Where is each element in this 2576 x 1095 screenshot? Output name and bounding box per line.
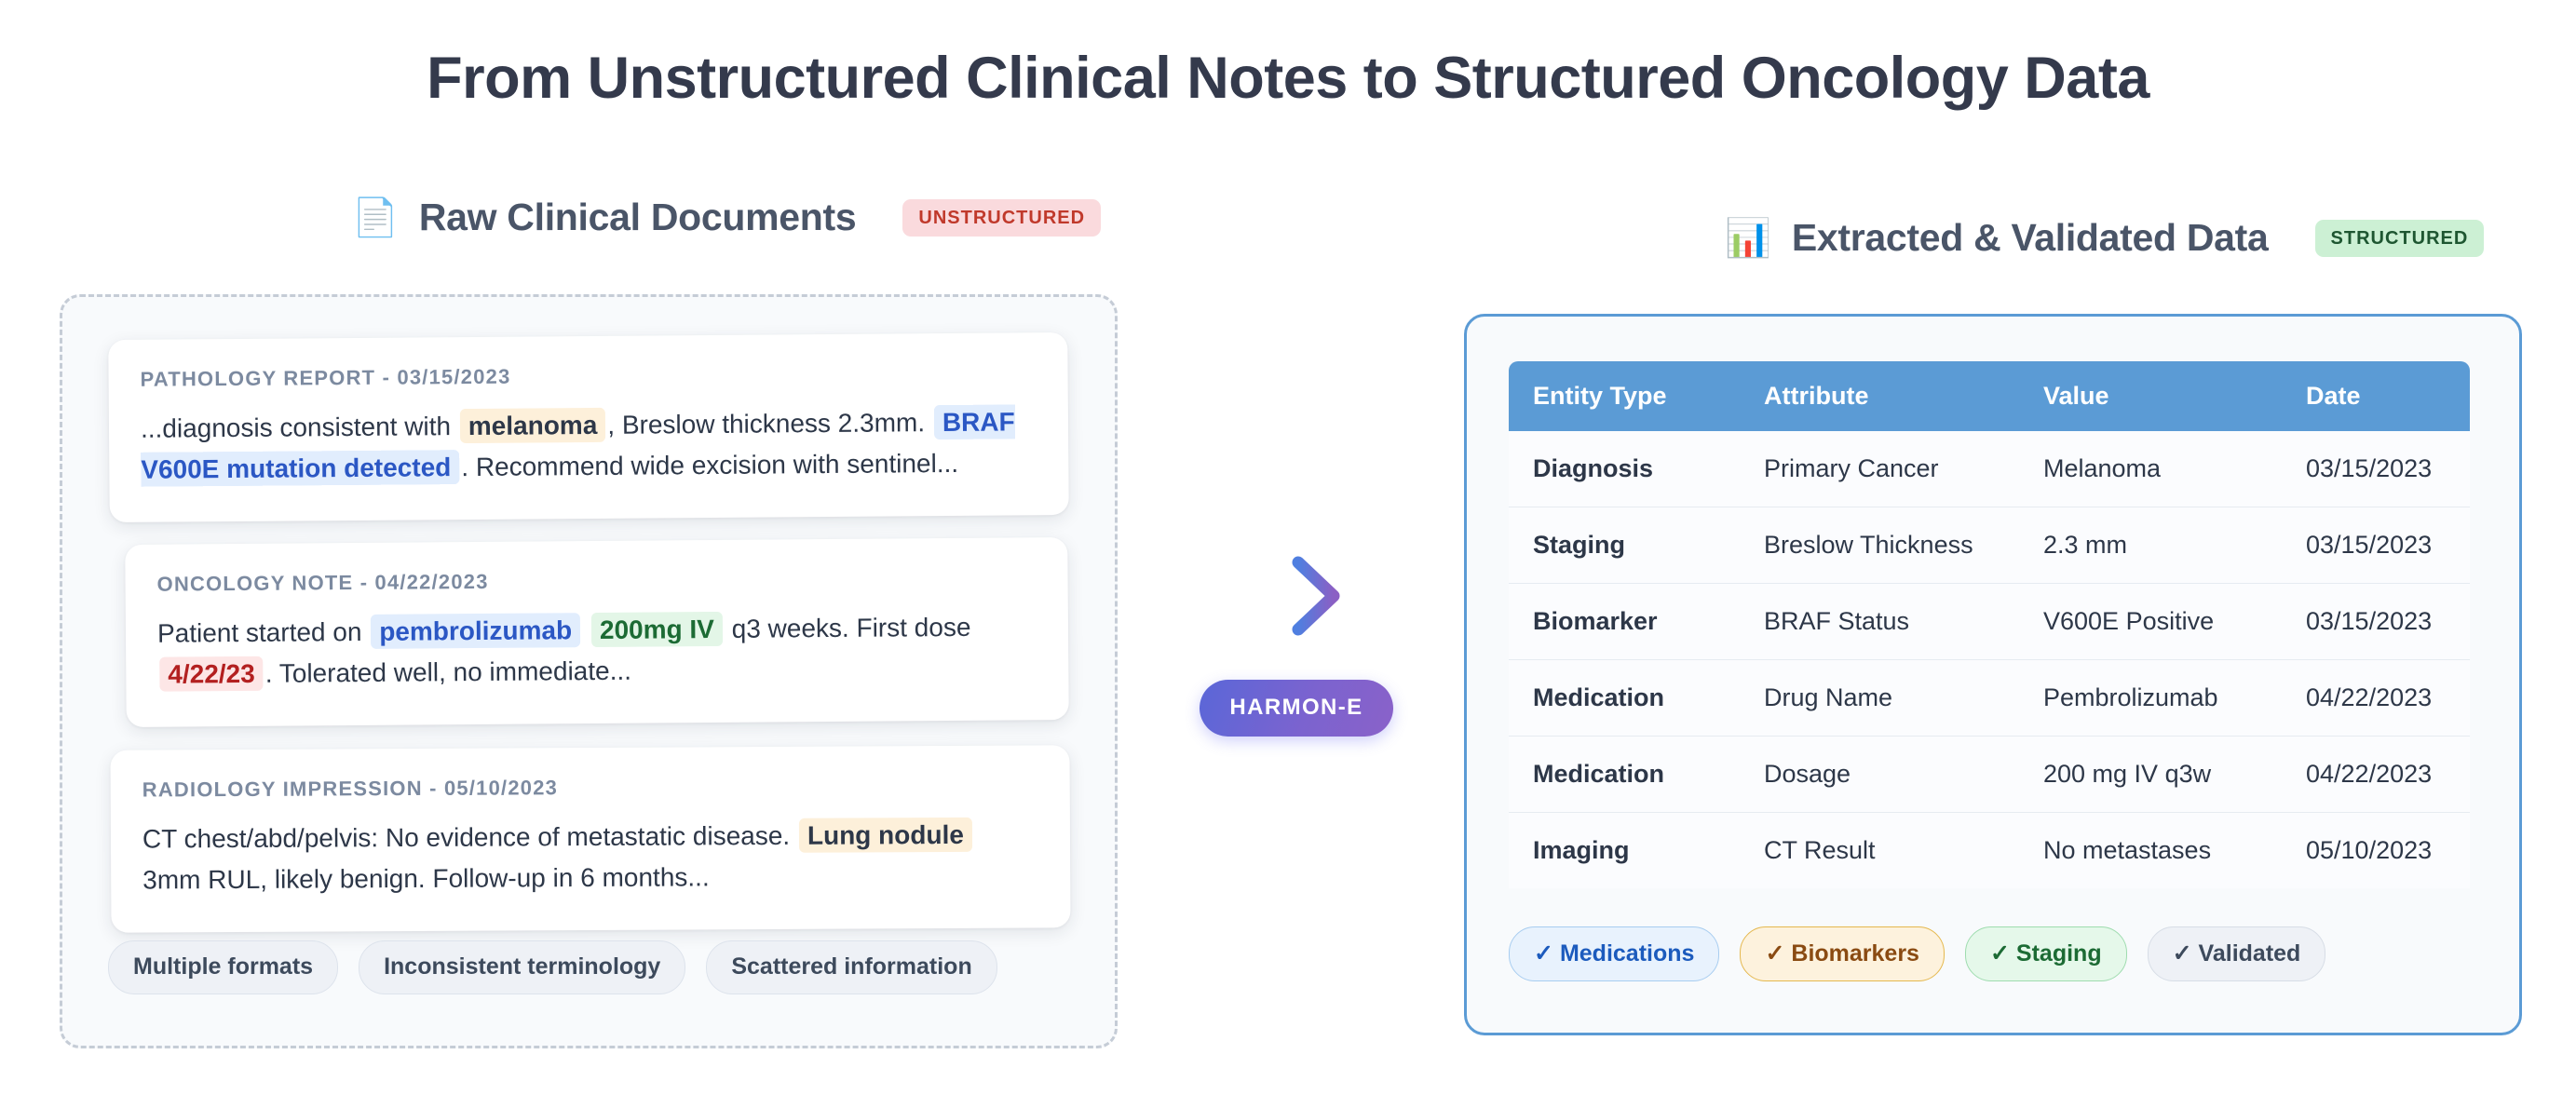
- chip-biomarkers[interactable]: ✓Biomarkers: [1740, 926, 1945, 981]
- validation-chips: ✓Medications✓Biomarkers✓Staging✓Validate…: [1509, 926, 2326, 981]
- column-header-date[interactable]: Date: [2282, 361, 2470, 431]
- check-icon: ✓: [1534, 940, 1553, 967]
- document-card[interactable]: ONCOLOGY NOTE - 04/22/2023 Patient start…: [125, 537, 1069, 728]
- cell-date: 04/22/2023: [2282, 659, 2470, 737]
- unstructured-badge: UNSTRUCTURED: [902, 198, 1102, 237]
- left-heading: Raw Clinical Documents: [418, 196, 857, 238]
- cell-value: No metastases: [2019, 812, 2282, 888]
- chip-label: Inconsistent terminology: [384, 953, 661, 980]
- document-body: CT chest/abd/pelvis: No evidence of meta…: [142, 814, 1038, 901]
- raw-documents-panel: PATHOLOGY REPORT - 03/15/2023 ...diagnos…: [60, 294, 1118, 1048]
- cell-attribute: Dosage: [1740, 736, 2019, 813]
- highlight-red: 4/22/23: [159, 656, 264, 692]
- cell-entity-type: Medication: [1509, 659, 1740, 737]
- cell-date: 03/15/2023: [2282, 507, 2470, 584]
- document-meta: ONCOLOGY NOTE - 04/22/2023: [156, 569, 489, 596]
- cell-entity-type: Biomarker: [1509, 583, 1740, 660]
- transform-indicator: HARMON-E: [1194, 548, 1399, 737]
- chip-label: Biomarkers: [1791, 940, 1919, 967]
- cell-entity-type: Diagnosis: [1509, 431, 1740, 507]
- check-icon: ✓: [1765, 940, 1785, 967]
- bar-chart-icon: 📊: [1725, 217, 1771, 259]
- chip-label: Medications: [1559, 940, 1695, 967]
- highlight-blue: pembrolizumab: [371, 613, 581, 649]
- cell-date: 03/15/2023: [2282, 431, 2470, 507]
- cell-value: 2.3 mm: [2019, 507, 2282, 584]
- highlight-amber: Lung nodule: [798, 817, 972, 853]
- highlight-green: 200mg IV: [590, 611, 724, 648]
- chip-inconsistent-terminology[interactable]: Inconsistent terminology: [359, 940, 686, 994]
- column-header-attribute[interactable]: Attribute: [1740, 361, 2019, 431]
- column-header-entity-type[interactable]: Entity Type: [1509, 361, 1740, 431]
- document-card[interactable]: RADIOLOGY IMPRESSION - 05/10/2023 CT che…: [110, 745, 1071, 934]
- page-title: From Unstructured Clinical Notes to Stru…: [427, 46, 2149, 111]
- chip-label: Multiple formats: [133, 953, 314, 980]
- cell-attribute: Primary Cancer: [1740, 431, 2019, 507]
- right-column-header: 📊 Extracted & Validated Data STRUCTURED: [1725, 216, 2485, 260]
- cell-entity-type: Staging: [1509, 507, 1740, 584]
- cell-date: 05/10/2023: [2282, 812, 2470, 888]
- cell-attribute: Drug Name: [1740, 659, 2019, 737]
- chip-label: Staging: [2015, 940, 2102, 967]
- cell-value: 200 mg IV q3w: [2019, 736, 2282, 813]
- cell-value: V600E Positive: [2019, 583, 2282, 660]
- right-heading: Extracted & Validated Data: [1791, 216, 2269, 259]
- check-icon: ✓: [2172, 940, 2192, 967]
- check-icon: ✓: [1989, 940, 2010, 967]
- table-header-row: Entity Type Attribute Value Date: [1509, 361, 2470, 431]
- cell-date: 03/15/2023: [2282, 583, 2470, 660]
- chip-label: Validated: [2198, 940, 2301, 967]
- document-body: Patient started on pembrolizumab 200mg I…: [157, 606, 1037, 696]
- cell-value: Melanoma: [2019, 431, 2282, 507]
- column-header-value[interactable]: Value: [2019, 361, 2282, 431]
- structured-badge: STRUCTURED: [2314, 219, 2485, 257]
- harmon-e-pill[interactable]: HARMON-E: [1200, 680, 1393, 737]
- cell-attribute: Breslow Thickness: [1740, 507, 2019, 584]
- chip-label: Scattered information: [731, 953, 972, 980]
- highlight-amber: melanoma: [459, 407, 606, 444]
- chip-scattered-information[interactable]: Scattered information: [706, 940, 997, 994]
- cell-value: Pembrolizumab: [2019, 659, 2282, 737]
- left-column-header: 📄 Raw Clinical Documents UNSTRUCTURED: [352, 196, 1102, 239]
- cell-attribute: CT Result: [1740, 812, 2019, 888]
- chip-multiple-formats[interactable]: Multiple formats: [108, 940, 339, 994]
- cell-date: 04/22/2023: [2282, 736, 2470, 813]
- chip-validated[interactable]: ✓Validated: [2147, 926, 2326, 981]
- document-body: ...diagnosis consistent with melanoma, B…: [141, 401, 1037, 491]
- raw-issue-chips: Multiple formats Inconsistent terminology…: [108, 940, 997, 994]
- document-card[interactable]: PATHOLOGY REPORT - 03/15/2023 ...diagnos…: [108, 331, 1069, 523]
- cell-entity-type: Imaging: [1509, 812, 1740, 888]
- chip-staging[interactable]: ✓Staging: [1964, 926, 2127, 981]
- document-meta: PATHOLOGY REPORT - 03/15/2023: [140, 364, 511, 391]
- document-meta: RADIOLOGY IMPRESSION - 05/10/2023: [142, 776, 559, 802]
- chip-medications[interactable]: ✓Medications: [1509, 926, 1720, 981]
- cell-entity-type: Medication: [1509, 736, 1740, 813]
- extracted-data-table: Entity Type Attribute Value Date Diagnos…: [1509, 361, 2470, 888]
- arrow-right-icon: [1241, 548, 1352, 644]
- table-header: Entity Type Attribute Value Date: [1509, 361, 2470, 431]
- document-icon: 📄: [352, 196, 399, 238]
- cell-attribute: BRAF Status: [1740, 583, 2019, 660]
